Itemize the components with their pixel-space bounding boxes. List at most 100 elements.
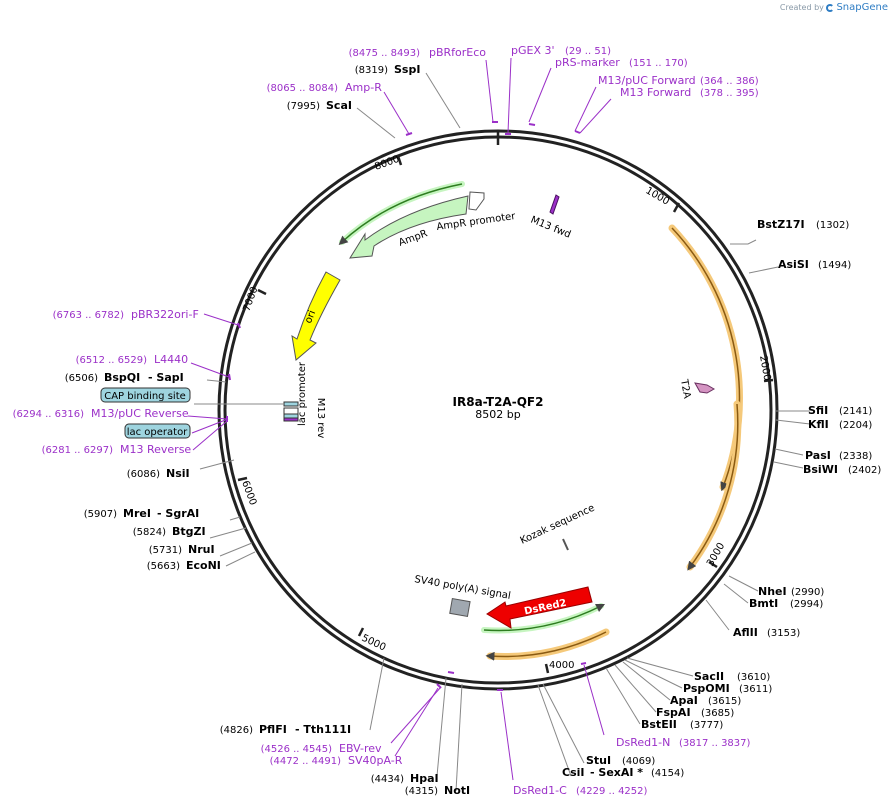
hpai-pos: (4434) bbox=[371, 774, 404, 785]
m13pucrev-pos: (6294 .. 6316) bbox=[13, 409, 85, 420]
kozak-feature bbox=[562, 538, 569, 551]
ampr-promoter-feature bbox=[468, 191, 485, 211]
pflfi-name: PflFI bbox=[259, 723, 287, 736]
cap-binding-site-box bbox=[100, 387, 191, 403]
mrei-pos: (5907) bbox=[84, 509, 117, 520]
tick-label-7000: 7000 bbox=[241, 285, 260, 313]
ebvrev-pos: (4526 .. 4545) bbox=[261, 744, 333, 755]
bsiwi-pos: (2402) bbox=[848, 465, 881, 476]
nrui-name: NruI bbox=[188, 543, 215, 556]
sspi-name: SspI bbox=[394, 63, 420, 76]
fspai-name: FspAI bbox=[656, 706, 691, 719]
cap-binding-site-feature bbox=[283, 401, 299, 407]
btgzi-name: BtgZI bbox=[172, 525, 206, 538]
m13pucfwd-pos: (364 .. 386) bbox=[700, 76, 759, 87]
tick-label-5000: 5000 bbox=[360, 633, 388, 654]
bspqi-pos: (6506) bbox=[65, 373, 98, 384]
sv40parev-label: SV40pA-R bbox=[348, 754, 403, 767]
credit-brand: SnapGene bbox=[836, 2, 888, 13]
leader-lines-gray bbox=[194, 72, 811, 792]
bsiwi-name: BsiWI bbox=[803, 463, 838, 476]
apai-pos: (3615) bbox=[708, 696, 741, 707]
m13fwd-primer-label: M13 Forward bbox=[620, 86, 691, 99]
econi-pos: (5663) bbox=[147, 561, 180, 572]
pbr322ori-label: pBR322ori-F bbox=[131, 308, 199, 321]
sexai-name: - SexAI * bbox=[590, 766, 643, 779]
dsred1c-label: DsRed1-C bbox=[513, 784, 567, 797]
nhei-pos: (2990) bbox=[791, 587, 824, 598]
snapgene-logo-icon bbox=[826, 4, 835, 12]
ori-feature bbox=[291, 271, 341, 361]
cds-arc-lower-right bbox=[686, 400, 742, 571]
prsmarker-label: pRS-marker bbox=[555, 56, 620, 69]
stui-pos: (4069) bbox=[622, 756, 655, 767]
sfii-name: SfiI bbox=[808, 404, 828, 417]
m13pucrev-label: M13/pUC Reverse bbox=[91, 407, 189, 420]
bmti-pos: (2994) bbox=[790, 599, 823, 610]
fspai-pos: (3685) bbox=[701, 708, 734, 719]
t2a-label: T2A bbox=[678, 378, 692, 400]
econi-name: EcoNI bbox=[186, 559, 221, 572]
dsred1c-pos: (4229 .. 4252) bbox=[576, 786, 648, 797]
l4440-pos: (6512 .. 6529) bbox=[76, 355, 148, 366]
lac-promoter-label: lac promoter bbox=[297, 361, 308, 426]
enzyme-labels: (8319) SspI (7995) ScaI (6506) BspQI - S… bbox=[65, 63, 882, 797]
kfli-pos: (2204) bbox=[839, 420, 872, 431]
m13rev-label: M13 rev bbox=[315, 398, 326, 439]
sfii-pos: (2141) bbox=[839, 406, 872, 417]
dsred1n-pos: (3817 .. 3837) bbox=[679, 738, 751, 749]
leader-lines-purple bbox=[187, 57, 612, 781]
aflii-pos: (3153) bbox=[767, 628, 800, 639]
sgrai-name: - SgrAI bbox=[157, 507, 199, 520]
bmti-name: BmtI bbox=[749, 597, 778, 610]
sspi-pos: (8319) bbox=[355, 65, 388, 76]
aflii-name: AflII bbox=[733, 626, 758, 639]
sapi-name: - SapI bbox=[148, 371, 184, 384]
m13rev-primer-pos: (6281 .. 6297) bbox=[42, 445, 114, 456]
dsred1n-label: DsRed1-N bbox=[616, 736, 670, 749]
pasi-pos: (2338) bbox=[839, 451, 872, 462]
tick-label-4000: 4000 bbox=[549, 660, 574, 671]
lac-operator-label: lac operator bbox=[127, 427, 188, 438]
m13rev-feature bbox=[283, 417, 299, 422]
scai-name: ScaI bbox=[326, 99, 352, 112]
nhei-name: NheI bbox=[758, 585, 787, 598]
tth111i-name: - Tth111I bbox=[295, 723, 351, 736]
pspomi-pos: (3611) bbox=[739, 684, 772, 695]
green-arc-top-inner bbox=[338, 183, 463, 246]
nsii-name: NsiI bbox=[166, 467, 190, 480]
csii-name: CsiI bbox=[562, 766, 584, 779]
pflfi-pos: (4826) bbox=[220, 725, 253, 736]
tick-marks bbox=[237, 131, 774, 674]
btgzi-pos: (5824) bbox=[133, 527, 166, 538]
plasmid-name: IR8a-T2A-QF2 bbox=[453, 395, 544, 409]
noti-pos: (4315) bbox=[405, 786, 438, 797]
noti-name: NotI bbox=[444, 784, 470, 797]
bstz17i-name: BstZ17I bbox=[757, 218, 805, 231]
t2a-feature bbox=[694, 382, 716, 394]
pspomi-name: PspOMI bbox=[683, 682, 730, 695]
nsii-pos: (6086) bbox=[127, 469, 160, 480]
mrei-name: MreI bbox=[123, 507, 151, 520]
hpai-name: HpaI bbox=[410, 772, 439, 785]
bstz17i-pos: (1302) bbox=[816, 220, 849, 231]
sacii-name: SacII bbox=[694, 670, 724, 683]
ampr-feature bbox=[349, 195, 469, 259]
tick-label-2000: 2000 bbox=[757, 355, 772, 382]
bsteii-name: BstEII bbox=[641, 718, 677, 731]
primer-labels: (8475 .. 8493) pBRforEco pGEX 3' (29 .. … bbox=[13, 44, 759, 797]
l4440-label: L4440 bbox=[154, 353, 188, 366]
kozak-label: Kozak sequence bbox=[519, 503, 597, 547]
plasmid-size: 8502 bp bbox=[475, 408, 520, 421]
sv40-polya-label: SV40 poly(A) signal bbox=[413, 574, 511, 602]
m13pucfwd-label: M13/pUC Forward bbox=[598, 74, 696, 87]
stui-name: StuI bbox=[586, 754, 611, 767]
bsteii-pos: (3777) bbox=[690, 720, 723, 731]
csii-pos: (4154) bbox=[651, 768, 684, 779]
kfli-name: KflI bbox=[808, 418, 829, 431]
m13fwd-primer-pos: (378 .. 395) bbox=[700, 88, 759, 99]
snapgene-credit[interactable]: Created by SnapGene bbox=[780, 2, 888, 13]
lac-promoter-feature bbox=[283, 407, 299, 415]
pbr322ori-pos: (6763 .. 6782) bbox=[53, 310, 125, 321]
ebvrev-label: EBV-rev bbox=[339, 742, 382, 755]
